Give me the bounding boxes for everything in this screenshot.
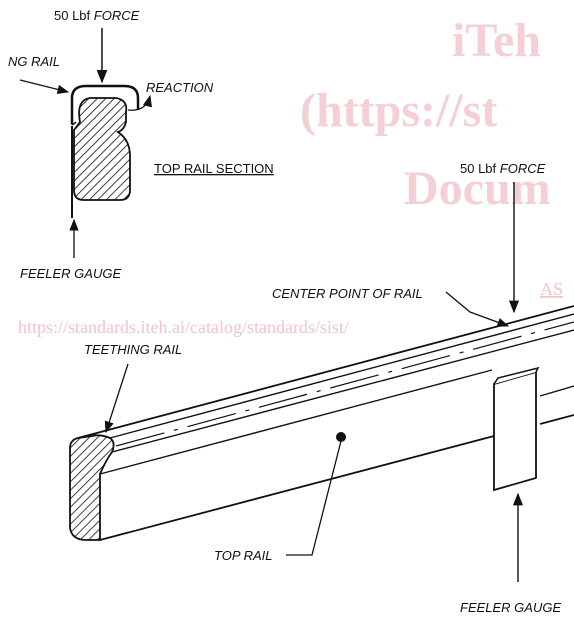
section-title: TOP RAIL SECTION xyxy=(154,161,274,176)
section-force-label: 50 Lbf FORCE xyxy=(54,8,140,23)
rail-end-face xyxy=(69,434,115,541)
section-rail-arrow xyxy=(19,79,70,94)
section-reaction-arrow xyxy=(127,94,152,111)
watermark-line-2: (https://st xyxy=(300,84,497,137)
center-point-leader xyxy=(445,291,510,327)
top-rail-dot xyxy=(336,432,346,442)
teething-rail-leader xyxy=(104,363,129,434)
watermark-line-3: Docum xyxy=(404,162,551,215)
section-rail-label: NG RAIL xyxy=(8,54,60,69)
main-feeler-label: FEELER GAUGE xyxy=(460,600,561,615)
watermark-code: AS xyxy=(540,279,563,299)
watermark-url: https://standards.iteh.ai/catalog/standa… xyxy=(18,317,349,337)
watermark-line-1: iTeh xyxy=(452,14,541,67)
watermark: iTeh (https://st Docum AS https://standa… xyxy=(18,14,563,337)
top-rail-section-inset: 50 Lbf FORCE NG RAIL REACTION TOP RAIL S… xyxy=(8,8,274,281)
feeler-gauge-plate xyxy=(493,370,537,492)
isometric-rail xyxy=(69,305,574,541)
rail-cross-section xyxy=(73,97,131,201)
teething-rail-label: TEETHING RAIL xyxy=(84,342,182,357)
main-force-label: 50 Lbf FORCE xyxy=(460,161,546,176)
section-feeler-label: FEELER GAUGE xyxy=(20,266,121,281)
top-rail-leader xyxy=(286,440,342,556)
section-reaction-label: REACTION xyxy=(146,80,214,95)
teething-rail-cap xyxy=(70,84,140,124)
top-rail-label: TOP RAIL xyxy=(214,548,273,563)
center-point-label: CENTER POINT OF RAIL xyxy=(272,286,423,301)
main-labels: 50 Lbf FORCE CENTER POINT OF RAIL TEETHI… xyxy=(84,161,561,615)
